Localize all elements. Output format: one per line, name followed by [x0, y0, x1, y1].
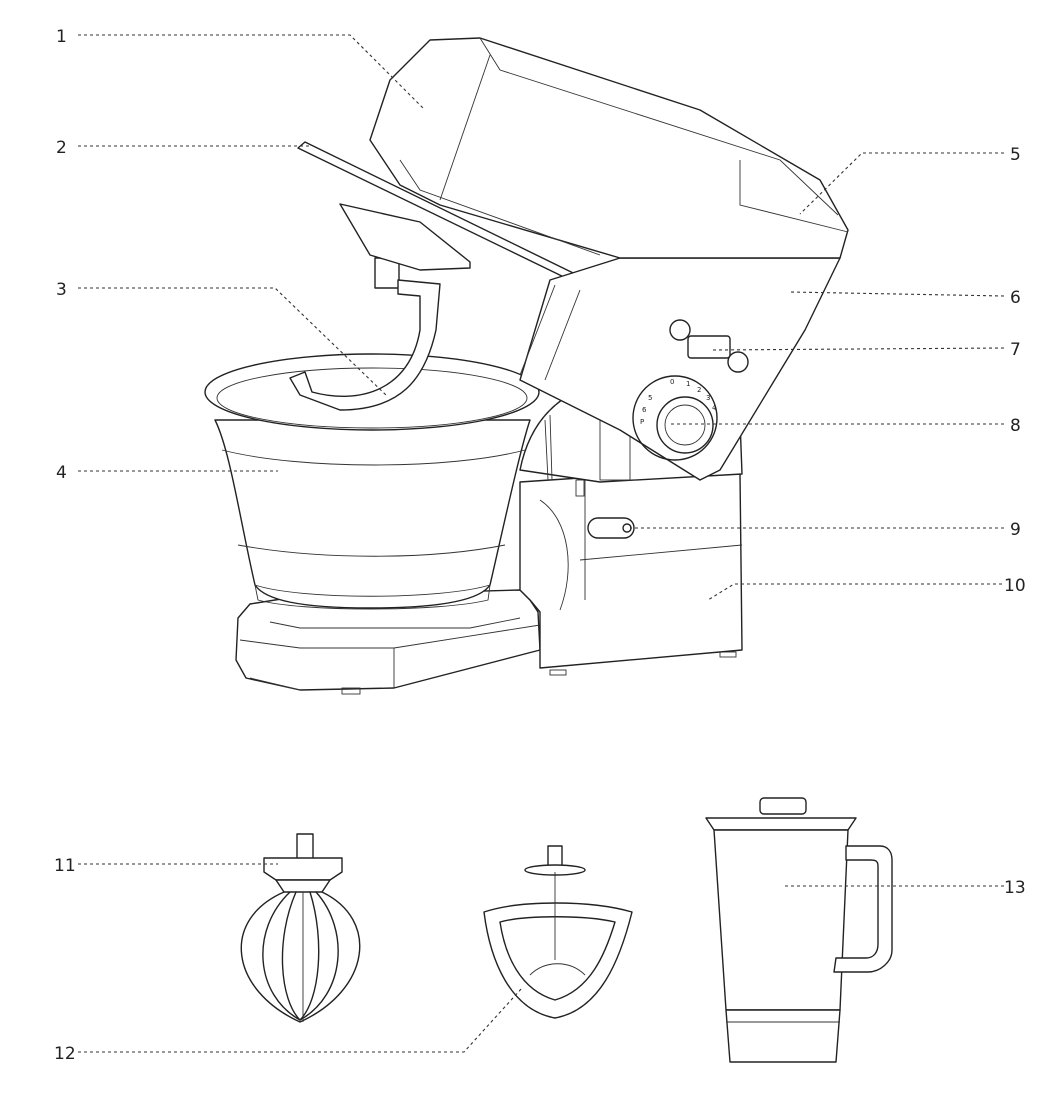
- top-cover: [369, 37, 849, 259]
- leader-3: [78, 287, 389, 398]
- callout-9: 9: [1010, 520, 1021, 540]
- dial-mark: 2: [697, 386, 701, 394]
- flat-beater: [483, 845, 633, 1019]
- dial-mark: 0: [670, 378, 674, 386]
- callout-6: 6: [1010, 288, 1021, 308]
- callout-labels: 1 2 3 4 5 6 7 8 9 10 11 12 13: [54, 27, 1026, 1064]
- callout-10: 10: [1004, 576, 1026, 596]
- dial-mark: 1: [686, 380, 690, 388]
- callout-4: 4: [56, 463, 67, 483]
- leader-lines: [78, 34, 1005, 1053]
- callout-11: 11: [54, 856, 76, 876]
- dial-mark: P: [640, 418, 644, 426]
- stand-mixer: 0 1 2 3 4 5 6 P: [204, 37, 849, 695]
- callout-3: 3: [56, 280, 67, 300]
- leader-10: [707, 583, 1002, 601]
- mixer-head: 0 1 2 3 4 5 6 P: [519, 257, 841, 481]
- callout-2: 2: [56, 138, 67, 158]
- dial-mark: 3: [706, 394, 710, 402]
- tilt-release-lever: [587, 517, 635, 539]
- control-buttons: [669, 319, 749, 373]
- callout-13: 13: [1004, 878, 1026, 898]
- blender-jug: [705, 797, 893, 1063]
- dial-mark: 4: [712, 404, 717, 412]
- callout-7: 7: [1010, 340, 1021, 360]
- speed-dial: 0 1 2 3 4 5 6 P: [632, 375, 718, 461]
- dial-mark: 5: [648, 394, 652, 402]
- leader-7: [711, 347, 1005, 351]
- leader-5: [799, 152, 1004, 215]
- callout-1: 1: [56, 27, 67, 47]
- callout-8: 8: [1010, 416, 1021, 436]
- dial-mark: 6: [642, 406, 647, 414]
- leader-12: [78, 987, 523, 1053]
- leader-1: [78, 34, 426, 111]
- callout-5: 5: [1010, 145, 1021, 165]
- balloon-whisk: [240, 833, 361, 1023]
- callout-12: 12: [54, 1044, 76, 1064]
